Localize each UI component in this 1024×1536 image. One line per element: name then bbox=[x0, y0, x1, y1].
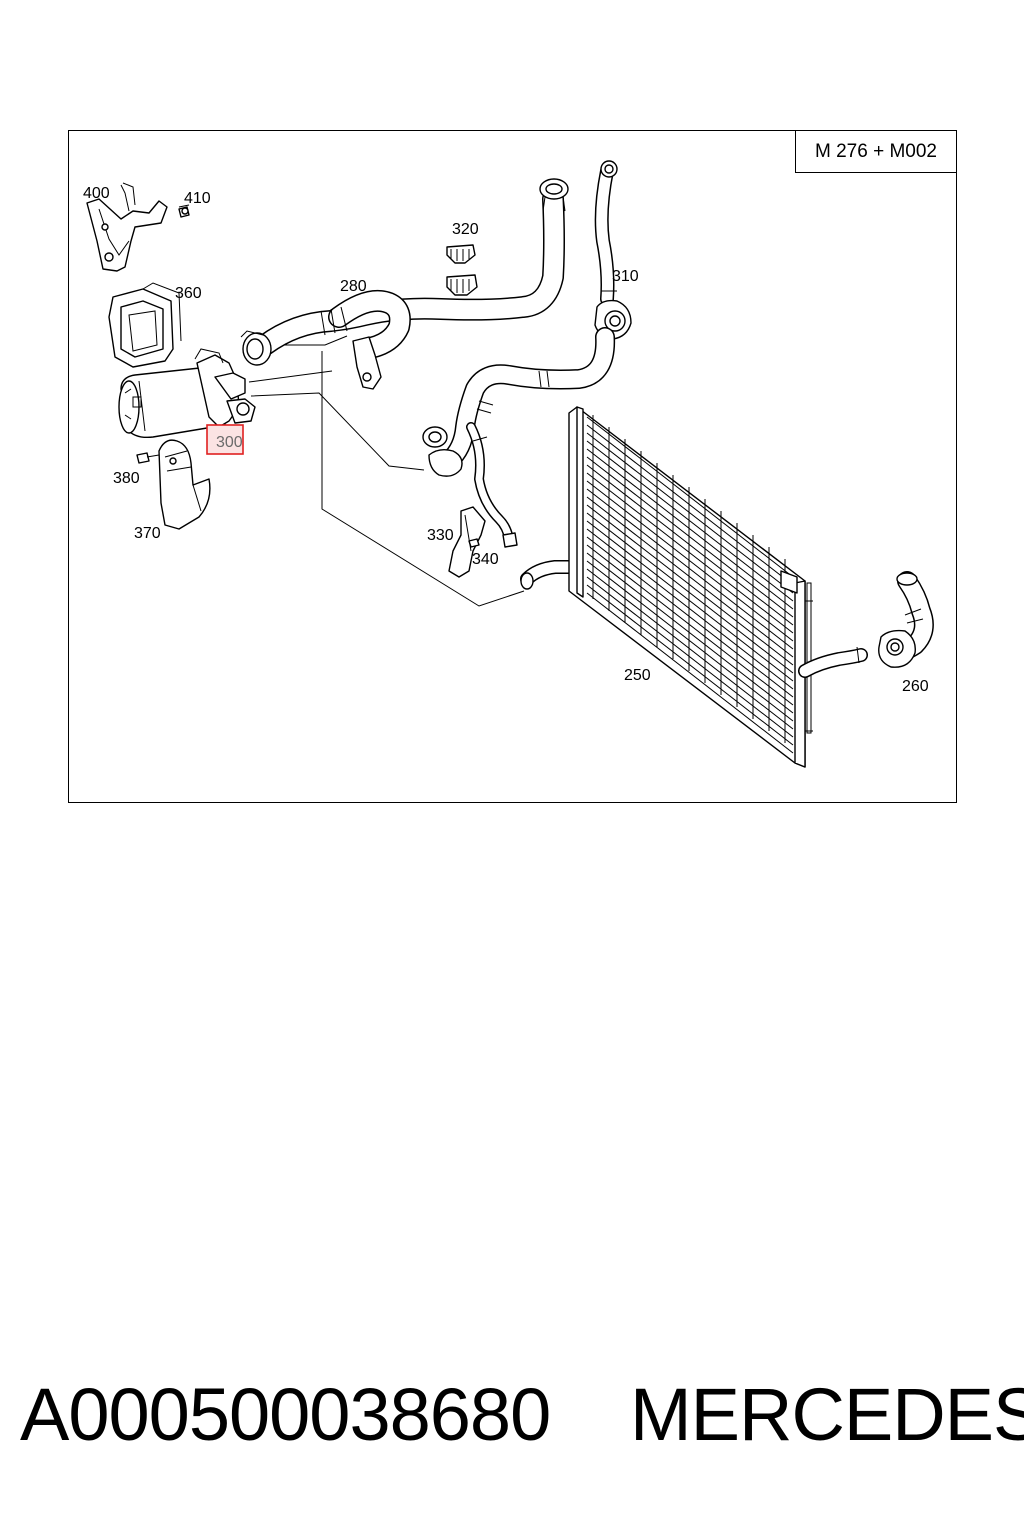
bolt-380 bbox=[136, 452, 160, 464]
radiator-inlet-hose bbox=[520, 560, 576, 590]
callout-250[interactable]: 250 bbox=[624, 667, 651, 684]
callout-410[interactable]: 410 bbox=[184, 190, 211, 207]
hose-260 bbox=[798, 571, 934, 678]
hose-310 bbox=[594, 160, 632, 340]
callout-380[interactable]: 380 bbox=[113, 470, 140, 487]
radiator-fins bbox=[586, 415, 794, 754]
callout-260[interactable]: 260 bbox=[902, 678, 929, 695]
cover-360 bbox=[108, 282, 182, 368]
clips-320 bbox=[446, 244, 478, 296]
parts-diagram: 400 410 360 380 370 320 280 310 330 340 … bbox=[68, 130, 957, 803]
bolt-340 bbox=[468, 538, 480, 548]
callout-labels: 400 410 360 380 370 320 280 310 330 340 … bbox=[83, 185, 929, 695]
footer: A000500038680 MERCEDES bbox=[0, 1372, 1024, 1472]
bracket-370 bbox=[158, 439, 211, 530]
diagram-drawing: 400 410 360 380 370 320 280 310 330 340 … bbox=[83, 160, 934, 768]
highlight-box bbox=[206, 424, 244, 455]
callout-310[interactable]: 310 bbox=[612, 268, 639, 285]
part-number: A000500038680 bbox=[20, 1373, 551, 1456]
bracket-400 bbox=[86, 182, 168, 272]
callout-300-highlight[interactable]: 300 bbox=[206, 424, 244, 455]
callout-370[interactable]: 370 bbox=[134, 525, 161, 542]
callout-300[interactable]: 300 bbox=[216, 434, 243, 451]
callout-340[interactable]: 340 bbox=[472, 551, 499, 568]
middle-hose bbox=[422, 327, 616, 548]
hose-280 bbox=[240, 178, 569, 390]
callout-400[interactable]: 400 bbox=[83, 185, 110, 202]
callout-330[interactable]: 330 bbox=[427, 527, 454, 544]
leader-280 bbox=[274, 335, 348, 346]
callout-320[interactable]: 320 bbox=[452, 221, 479, 238]
leader-pump-hose bbox=[250, 392, 425, 471]
leader-radiator-inlet bbox=[321, 351, 525, 607]
brand-name: MERCEDES bbox=[630, 1373, 1024, 1456]
leader-pump-upper bbox=[248, 370, 333, 383]
leader-lines bbox=[248, 335, 525, 607]
model-label: M 276 + M002 bbox=[795, 130, 957, 173]
bolt-410 bbox=[178, 204, 190, 218]
water-pump-300 bbox=[118, 348, 256, 439]
callout-360[interactable]: 360 bbox=[175, 285, 202, 302]
radiator-250 bbox=[568, 406, 813, 768]
callout-280[interactable]: 280 bbox=[340, 278, 367, 295]
